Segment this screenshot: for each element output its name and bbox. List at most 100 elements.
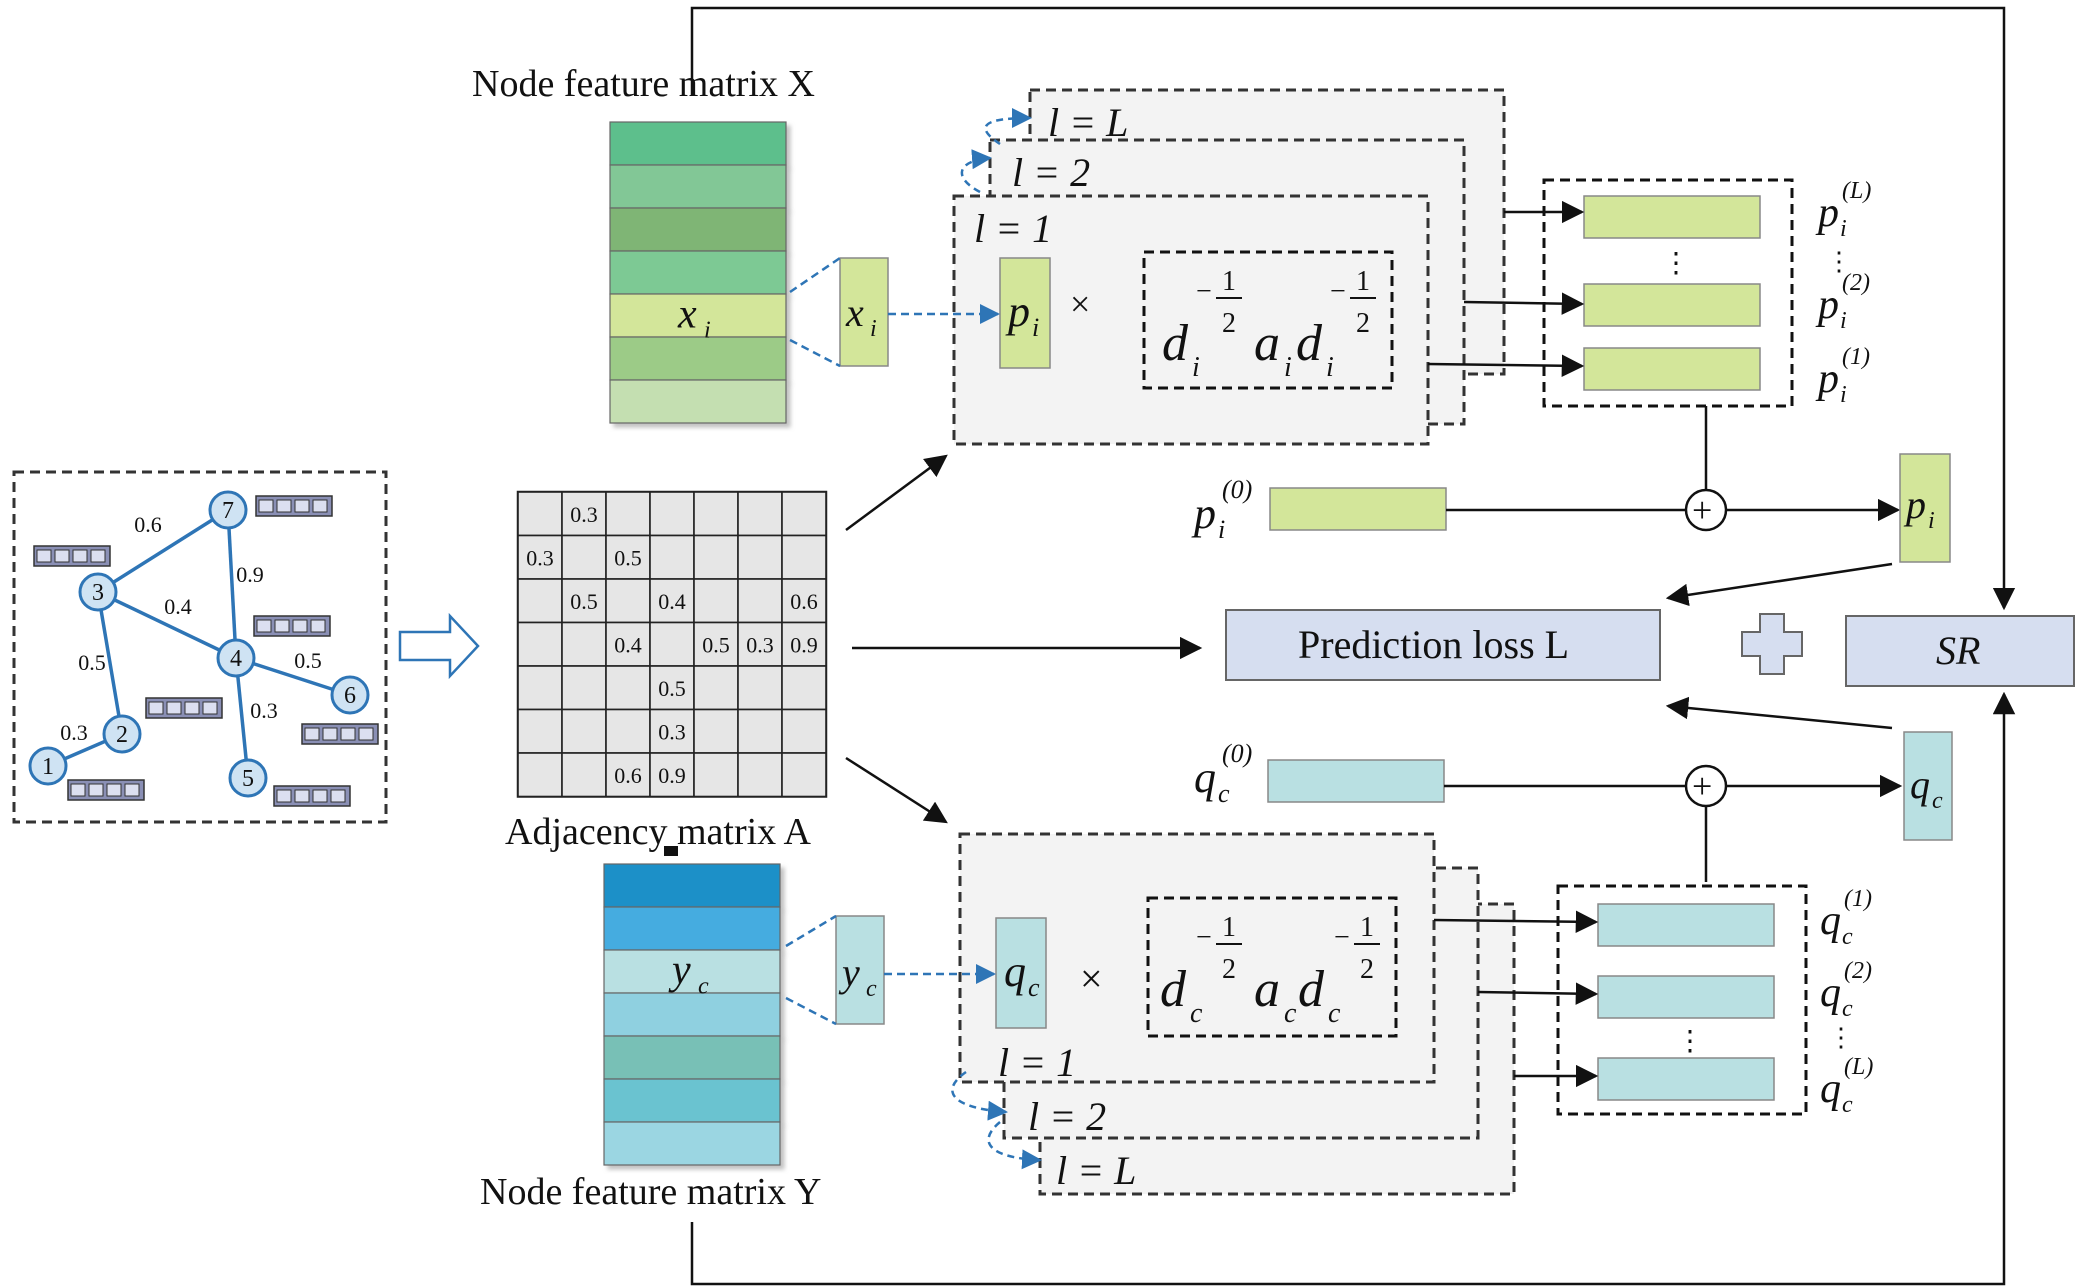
graph-node — [208, 490, 248, 530]
graph-edge — [96, 591, 124, 735]
adjacency-cell — [737, 534, 783, 580]
matrix-x-row — [609, 207, 787, 252]
adjacency-cell-value: 0.3 — [658, 719, 686, 744]
adjacency-cell — [561, 665, 607, 711]
graph-node-label: 2 — [116, 722, 128, 748]
adjacency-cell-value: 0.4 — [658, 589, 686, 614]
adjacency-cell — [781, 665, 827, 711]
graph-edge-weight: 0.5 — [78, 650, 106, 675]
svg-text:p: p — [1815, 356, 1839, 402]
svg-text:⋮: ⋮ — [1826, 247, 1852, 276]
svg-text:−: − — [1330, 276, 1346, 307]
svg-text:i: i — [1326, 352, 1334, 383]
graph-node-label: 5 — [242, 766, 254, 792]
svg-text:−: − — [1196, 922, 1212, 953]
node-feature-bar — [67, 779, 145, 801]
pi-output — [1899, 453, 1951, 563]
graph-node — [330, 675, 370, 715]
adjacency-cell-value: 0.3 — [526, 545, 554, 570]
graph-feature-bars — [33, 495, 379, 807]
node-feature-bar — [33, 545, 111, 567]
matrix-y-row — [603, 863, 781, 908]
graph-node-label: 6 — [344, 683, 356, 709]
adjacency-cell — [561, 534, 607, 580]
svg-text:c: c — [1842, 996, 1853, 1022]
graph-edge-weight: 0.6 — [134, 512, 162, 537]
adjacency-cell — [781, 708, 827, 754]
svg-text:−: − — [1196, 276, 1212, 307]
matrix-x-row — [609, 336, 787, 381]
adjacency-cell — [605, 708, 651, 754]
svg-text:a: a — [1254, 961, 1280, 1018]
norm-formula-bottom: d c − 1 2 a c d c − 1 2 — [1160, 912, 1380, 1029]
svg-text:i: i — [1192, 352, 1200, 383]
graph-node-label: 1 — [42, 754, 54, 780]
svg-text:c: c — [866, 976, 877, 1002]
svg-text:i: i — [1032, 313, 1039, 342]
matrix-y-row — [603, 1121, 781, 1166]
svg-text:(1): (1) — [1844, 886, 1872, 912]
svg-text:d: d — [1162, 315, 1189, 372]
graph-edges: 0.60.90.40.50.30.50.3 — [47, 508, 351, 779]
adjacency-cell — [737, 665, 783, 711]
top-layer-1-label: l = 1 — [974, 206, 1052, 251]
adjacency-cell — [649, 534, 695, 580]
svg-text:×: × — [1070, 284, 1090, 324]
adjacency-cell — [517, 665, 563, 711]
svg-text:c: c — [1842, 1092, 1853, 1118]
adjacency-cell-value: 0.5 — [702, 632, 730, 657]
adjacency-cell — [517, 578, 563, 624]
adjacency-title: Adjacency matrix A — [505, 811, 812, 853]
svg-text:l = L: l = L — [1056, 1148, 1136, 1193]
graph-node — [228, 758, 268, 798]
matrix-y-row — [603, 906, 781, 951]
svg-text:l = 1: l = 1 — [998, 1040, 1076, 1085]
graph-edge — [226, 509, 238, 659]
svg-text:(0): (0) — [1222, 739, 1252, 768]
adjacency-cell — [649, 491, 695, 537]
adjacency-cell — [737, 491, 783, 537]
svg-text:1: 1 — [1360, 912, 1374, 943]
svg-text:c: c — [1190, 998, 1203, 1029]
matrix-x-label: x — [677, 292, 697, 338]
svg-text:(2): (2) — [1844, 958, 1872, 984]
graph-node — [78, 572, 118, 612]
svg-text:(L): (L) — [1842, 178, 1871, 204]
adjacency-cell — [517, 621, 563, 667]
matrix-x-label-sub: i — [704, 318, 711, 344]
adjacency-cell — [781, 491, 827, 537]
graph-node — [216, 638, 256, 678]
svg-text:1: 1 — [1356, 266, 1370, 297]
graph-edge — [97, 508, 229, 594]
adjacency-cell-value: 0.5 — [658, 676, 686, 701]
svg-text:d: d — [1298, 961, 1325, 1018]
adjacency-cell-value: 0.5 — [614, 545, 642, 570]
bottom-output-labels: q c (1) q c (2) ⋮ q c (L) — [1820, 886, 1873, 1118]
graph-edge-weight: 0.3 — [250, 698, 278, 723]
adjacency-cell-value: 0.5 — [570, 589, 598, 614]
node-feature-y-title: Node feature matrix Y — [480, 1171, 822, 1213]
node-feature-bar — [253, 615, 331, 637]
svg-text:d: d — [1296, 315, 1323, 372]
graph-node — [28, 746, 68, 786]
svg-text:+: + — [1692, 490, 1712, 530]
svg-text:q: q — [1820, 1066, 1841, 1112]
adjacency-cell — [649, 708, 695, 754]
adjacency-cell — [605, 752, 651, 798]
adjacency-cell — [561, 621, 607, 667]
adjacency-cell — [649, 752, 695, 798]
qc-output — [1903, 731, 1953, 841]
adjacency-cell-value: 0.6 — [790, 589, 818, 614]
svg-text:i: i — [870, 316, 877, 342]
matrix-x-row — [609, 121, 787, 166]
svg-text:i: i — [1840, 308, 1847, 334]
matrix-y-label: y — [668, 948, 691, 994]
adjacency-cell-value: 0.9 — [658, 763, 686, 788]
svg-text:x: x — [845, 290, 864, 335]
adjacency-cell — [693, 665, 739, 711]
matrix-y-row — [603, 1078, 781, 1123]
bottom-output-panel — [1556, 884, 1808, 1116]
